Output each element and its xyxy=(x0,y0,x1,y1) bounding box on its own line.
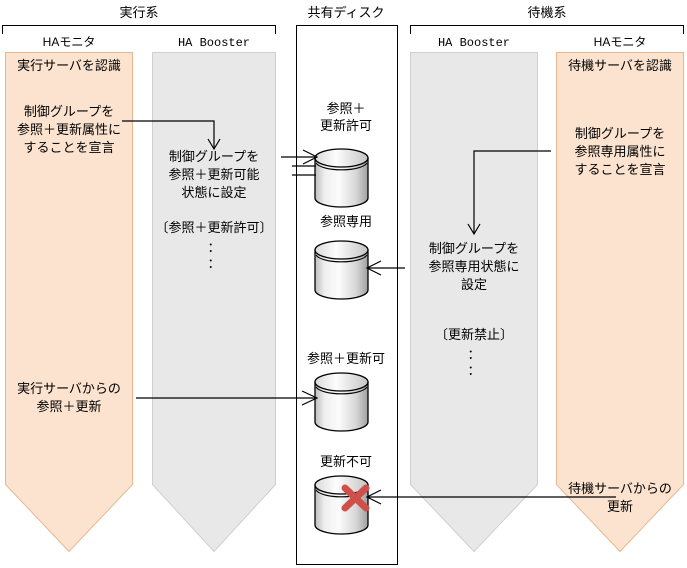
connector-standby-update-to-disk4 xyxy=(365,489,616,505)
disk-label-read-only: 参照専用 xyxy=(319,214,372,229)
group-bracket-standby xyxy=(410,25,684,34)
disk-label-update-denied: 更新不可 xyxy=(319,454,372,469)
lane-header-active-hamonitor: HAモニタ xyxy=(42,35,96,49)
group-title-shared: 共有ディスク xyxy=(307,5,385,20)
text-active-ha-declare: 制御グループを 参照＋更新属性に することを宣言 xyxy=(16,104,121,155)
lane-header-standby-habooster: HA Booster xyxy=(437,36,510,50)
text-active-booster-dots: ： ： xyxy=(207,240,221,271)
text-active-booster-set: 制御グループを 参照＋更新可能 状態に設定 xyxy=(168,149,260,200)
text-active-ha-recognize: 実行サーバを認識 xyxy=(17,58,121,73)
disk-cylinder-read-only xyxy=(314,240,369,300)
disk-label-read-write-ok: 参照＋更新可 xyxy=(306,351,385,366)
shared-disk-box xyxy=(296,25,398,565)
text-active-booster-state: 〔参照＋更新許可〕 xyxy=(155,220,273,235)
group-bracket-active xyxy=(2,25,276,34)
lane-standby-hamonitor xyxy=(556,52,684,552)
lane-active-hamonitor xyxy=(5,52,133,552)
disk-cylinder-read-write-ok xyxy=(314,372,369,432)
connector-standby-declare-to-booster xyxy=(467,150,551,236)
disk-cylinder-read-write-permit xyxy=(314,148,369,208)
connector-standby-booster-to-disk2 xyxy=(365,260,405,276)
lane-standby-habooster xyxy=(410,52,538,552)
connector-active-declare-to-booster xyxy=(122,120,221,151)
disk-cylinder-update-denied xyxy=(314,475,369,535)
text-standby-ha-update: 待機サーバからの 更新 xyxy=(568,481,672,514)
update-denied-cross-icon xyxy=(341,484,370,512)
connector-active-booster-to-disk1 xyxy=(281,149,319,176)
text-standby-ha-recognize: 待機サーバを認識 xyxy=(568,58,672,73)
text-active-ha-readwrite: 実行サーバからの 参照＋更新 xyxy=(17,381,121,414)
group-title-active: 実行系 xyxy=(119,5,159,20)
text-standby-booster-state: 〔更新禁止〕 xyxy=(434,327,513,342)
lane-header-active-habooster: HA Booster xyxy=(177,36,250,50)
text-standby-booster-set: 制御グループを 参照専用状態に 設定 xyxy=(428,241,520,292)
disk-label-read-write-permit: 参照＋ 更新許可 xyxy=(319,101,372,133)
text-standby-ha-declare: 制御グループを 参照専用属性に することを宣言 xyxy=(574,126,666,177)
lane-outlines xyxy=(5,52,684,553)
lane-header-standby-hamonitor: HAモニタ xyxy=(593,35,647,49)
text-standby-booster-dots: ： ： xyxy=(467,347,481,378)
connector-active-readwrite-to-disk3 xyxy=(136,390,319,406)
group-title-standby: 待機系 xyxy=(527,5,567,20)
